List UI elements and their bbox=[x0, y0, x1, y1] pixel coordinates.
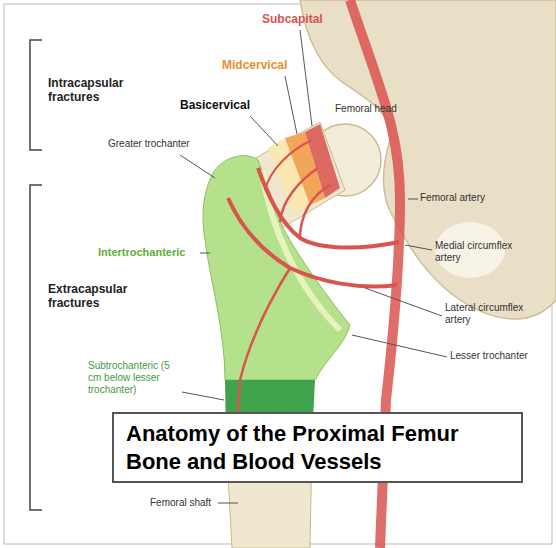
fracture-zone-label: Subcapital bbox=[262, 12, 323, 26]
title-box: Anatomy of the Proximal Femur Bone and B… bbox=[112, 412, 523, 483]
bracket-label: Intracapsular fractures bbox=[48, 76, 148, 105]
part-label: Femoral head bbox=[335, 103, 397, 115]
part-label: Femoral artery bbox=[420, 192, 485, 204]
fracture-zone-label: Subtrochanteric (5 cm below lesser troch… bbox=[88, 360, 180, 396]
fracture-zone-label: Basicervical bbox=[180, 98, 250, 112]
part-label: Lateral circumflex artery bbox=[445, 302, 530, 326]
part-label: Femoral shaft bbox=[150, 497, 211, 509]
part-label: Lesser trochanter bbox=[450, 350, 528, 362]
fracture-zone-label: Midcervical bbox=[222, 58, 287, 72]
part-label: Medial circumflex artery bbox=[435, 240, 520, 264]
fracture-zone-label: Intertrochanteric bbox=[98, 246, 185, 259]
bracket-label: Extracapsular fractures bbox=[48, 282, 148, 311]
part-label: Greater trochanter bbox=[108, 138, 190, 150]
